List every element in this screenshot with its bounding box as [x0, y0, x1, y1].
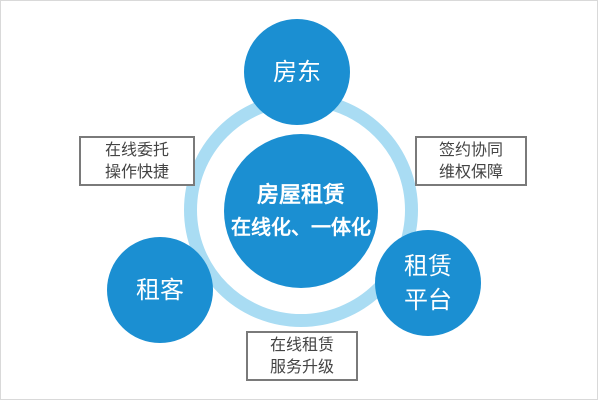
- label-right-line1: 签约协同: [438, 140, 503, 159]
- label-bottom-line1: 在线租赁: [269, 335, 334, 354]
- node-platform-label-2: 平台: [404, 286, 452, 314]
- node-platform: 租赁 平台: [375, 230, 481, 336]
- center-circle: 房屋租赁 在线化、一体化: [224, 134, 378, 288]
- label-right-line2: 维权保障: [438, 162, 503, 181]
- center-title: 房屋租赁: [256, 183, 345, 208]
- node-landlord-label: 房东: [273, 58, 321, 86]
- label-box-right: 签约协同 维权保障: [415, 136, 527, 186]
- node-platform-label-1: 租赁: [404, 252, 452, 280]
- label-left-line2: 操作快捷: [104, 162, 169, 181]
- label-box-left: 在线委托 操作快捷: [79, 136, 195, 186]
- label-left-line1: 在线委托: [104, 140, 169, 159]
- node-tenant: 租客: [107, 237, 213, 343]
- center-subtitle: 在线化、一体化: [231, 215, 371, 239]
- label-bottom-line2: 服务升级: [269, 357, 334, 376]
- node-landlord: 房东: [244, 19, 350, 125]
- node-tenant-label: 租客: [136, 276, 184, 304]
- label-box-bottom: 在线租赁 服务升级: [246, 331, 358, 381]
